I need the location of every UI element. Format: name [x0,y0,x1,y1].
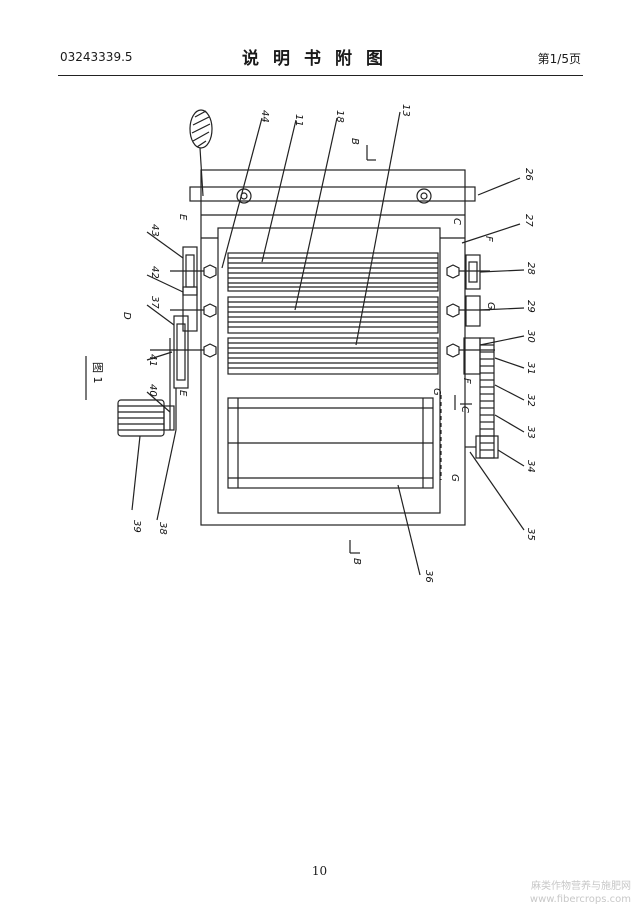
roller-1 [227,252,439,292]
label-31: 31 [525,362,536,375]
label-35: 35 [525,528,536,541]
label-38: 38 [157,522,168,535]
label-30: 30 [525,330,536,343]
section-f-mid: F [461,378,472,384]
figure-label: 图 1 [91,362,104,384]
section-d: D [121,312,132,320]
label-13: 13 [400,104,411,117]
label-40: 40 [147,384,158,397]
label-29: 29 [525,300,536,313]
label-41: 41 [147,354,158,367]
section-g-bottom: G [449,474,460,482]
section-c-mid: C [459,406,470,413]
section-g-mid: G [431,388,442,396]
label-28: 28 [525,262,536,275]
label-36: 36 [423,570,434,583]
roller-3 [227,337,439,375]
section-b-top: B [349,138,360,145]
section-e-top: E [177,214,188,221]
label-33: 33 [525,426,536,439]
section-c-top: C [451,218,462,225]
watermark: 麻类作物营养与施肥网 www.fibercrops.com [530,880,631,906]
section-f-top: F [483,236,494,242]
watermark-line-1: 麻类作物营养与施肥网 [531,881,631,892]
doc-number: 03243339.5 [60,50,133,64]
label-18: 18 [334,110,345,123]
label-27: 27 [523,214,534,227]
top-shaft [189,186,476,202]
label-32: 32 [525,394,536,407]
label-11: 11 [293,114,304,127]
page-title: 说明书附图 [242,49,397,69]
inner-frame [217,227,441,514]
label-44: 44 [259,110,270,123]
label-43: 43 [149,224,160,237]
header-rule [58,75,583,76]
roller-2 [227,296,439,334]
label-37: 37 [149,296,160,309]
page-number: 10 [311,864,328,878]
label-26: 26 [523,168,534,181]
watermark-line-2: www.fibercrops.com [529,894,631,905]
section-b-bottom: B [351,558,362,565]
handle-grip [189,109,213,149]
label-34: 34 [525,460,536,473]
page-header: 03243339.5 说明书附图 第1/5页 [0,44,639,74]
label-39: 39 [131,520,142,533]
section-e-bottom: E [177,390,188,397]
section-g-top: G [485,302,496,310]
page-info: 第1/5页 [537,52,581,66]
outer-frame [200,169,466,526]
label-42: 42 [149,266,160,279]
